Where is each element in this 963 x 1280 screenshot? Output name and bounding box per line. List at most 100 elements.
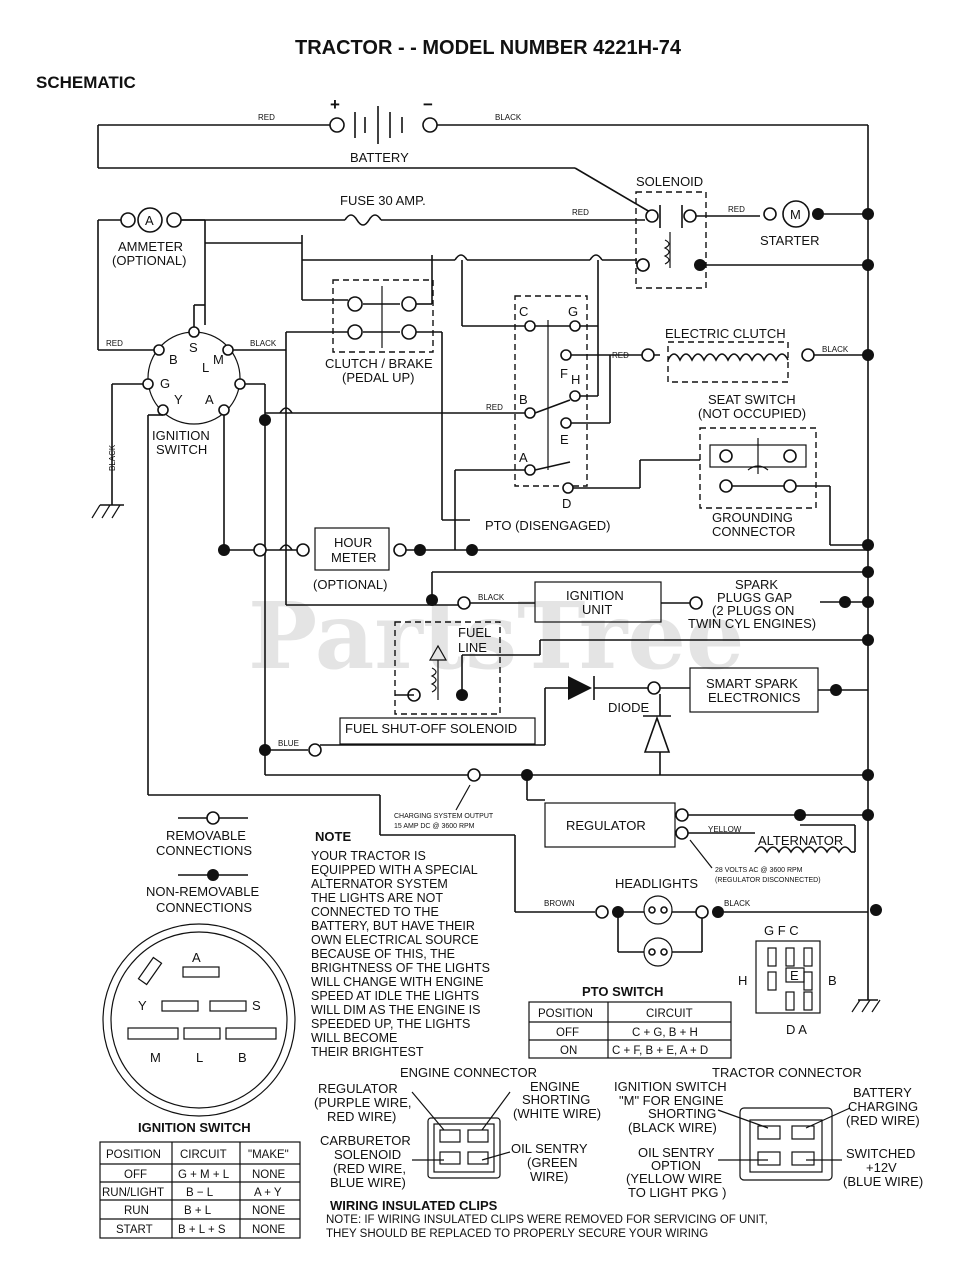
solenoid: SOLENOID — [635, 174, 707, 289]
hour-meter-sub: METER — [331, 550, 377, 565]
ignition-switch-label: IGNITION — [152, 428, 210, 443]
ign-letter-y: Y — [174, 392, 183, 407]
engine-connector: ENGINE CONNECTOR REGULATOR (PURPLE WIRE,… — [314, 1065, 601, 1190]
tractor-batt-sub2: (RED WIRE) — [846, 1113, 920, 1128]
spark-engines: TWIN CYL ENGINES) — [688, 616, 816, 631]
battery-minus: − — [423, 95, 433, 114]
wire-label-black-gnd: BLACK — [108, 444, 117, 471]
ign-letter-a: A — [205, 392, 214, 407]
engine-shorting-sub2: (WHITE WIRE) — [513, 1106, 601, 1121]
ign-table-header: POSITION — [106, 1149, 161, 1161]
wire-label-red-sol: RED — [572, 208, 589, 217]
headlights: HEADLIGHTS — [595, 876, 724, 967]
ignition-table: POSITION CIRCUIT "MAKE" OFF G + M + L NO… — [99, 1141, 301, 1239]
note-line: CONNECTED TO THE — [311, 905, 439, 919]
ign-table-header: CIRCUIT — [180, 1149, 227, 1161]
pto-letter-h: H — [571, 372, 580, 387]
clips-line-2: THEY SHOULD BE REPLACED TO PROPERLY SECU… — [326, 1228, 708, 1240]
fuse-label: FUSE 30 AMP. — [340, 193, 426, 208]
engine-regulator-sub2: RED WIRE) — [327, 1109, 396, 1124]
pto-table-header: POSITION — [538, 1008, 593, 1020]
engine-shorting: ENGINE — [530, 1079, 580, 1094]
pto-letter-d: D — [562, 496, 571, 511]
ign-table-cell: OFF — [124, 1169, 147, 1181]
engine-oil-sub: (GREEN — [527, 1155, 578, 1170]
clutch-brake-label: CLUTCH / BRAKE — [325, 356, 433, 371]
regulator: REGULATOR — [544, 802, 689, 848]
ign-face-a: A — [192, 950, 201, 965]
hour-meter-optional: (OPTIONAL) — [313, 577, 387, 592]
note-line: EQUIPPED WITH A SPECIAL — [311, 863, 478, 877]
ign-face-b: B — [238, 1050, 247, 1065]
ign-table-cell: B + L — [184, 1205, 212, 1217]
pto-letter-g: G — [568, 304, 578, 319]
diode-label: DIODE — [608, 700, 650, 715]
ground-right — [851, 999, 881, 1013]
electric-clutch-label: ELECTRIC CLUTCH — [665, 326, 786, 341]
ign-face-l: L — [196, 1050, 203, 1065]
charging-label: CHARGING SYSTEM OUTPUT — [394, 813, 494, 820]
grounding-sub: CONNECTOR — [712, 524, 796, 539]
tractor-oil-sub: OPTION — [651, 1158, 701, 1173]
ign-table-cell: START — [116, 1224, 153, 1236]
battery-plus: + — [330, 95, 340, 114]
legend: REMOVABLE CONNECTIONS NON-REMOVABLE CONN… — [146, 811, 259, 915]
pto-table-cell: ON — [560, 1045, 577, 1057]
wire-label-red-start: RED — [728, 205, 745, 214]
ignition-unit: IGNITION UNIT — [534, 581, 662, 623]
wire-label-black-ign: BLACK — [250, 339, 277, 348]
note-line: WILL BECOME — [311, 1031, 397, 1045]
alternator-label: ALTERNATOR — [758, 833, 843, 848]
ign-face-y: Y — [138, 998, 147, 1013]
starter-symbol: M — [790, 207, 801, 222]
smart-spark-sub: ELECTRONICS — [708, 690, 801, 705]
pto-table-cell: C + F, B + E, A + D — [612, 1045, 708, 1057]
fuel-solenoid-label: FUEL SHUT-OFF SOLENOID — [345, 721, 517, 736]
pto-table-caption: PTO SWITCH — [582, 984, 663, 999]
ign-table-cell: B − L — [186, 1187, 214, 1199]
wire-label-black-clutch: BLACK — [822, 345, 849, 354]
ammeter-optional: (OPTIONAL) — [112, 253, 186, 268]
battery-label: BATTERY — [350, 150, 409, 165]
engine-carb-sub3: BLUE WIRE) — [330, 1175, 406, 1190]
wire-label-red-ign: RED — [106, 339, 123, 348]
wire-label-brown: BROWN — [544, 899, 575, 908]
wire-label-black-lights: BLACK — [724, 899, 751, 908]
ign-letter-s: S — [189, 340, 198, 355]
seat-switch-sub: (NOT OCCUPIED) — [698, 406, 806, 421]
pto-letter-f: F — [560, 366, 568, 381]
ammeter: A AMMETER (OPTIONAL) — [112, 207, 186, 268]
pto-table-cell: C + G, B + H — [632, 1027, 698, 1039]
wire-label-yellow: YELLOW — [708, 825, 742, 834]
clips-note: WIRING INSULATED CLIPS NOTE: IF WIRING I… — [326, 1198, 768, 1240]
ignition-switch-face: A Y S M L B IGNITION SWITCH — [102, 923, 296, 1135]
engine-connector-title: ENGINE CONNECTOR — [400, 1065, 537, 1080]
pto-disengaged-label: PTO (DISENGAGED) — [485, 518, 610, 533]
ign-table-cell: G + M + L — [178, 1169, 230, 1181]
fuel-line-sub: LINE — [458, 640, 487, 655]
tractor-oil-sub3: TO LIGHT PKG ) — [628, 1185, 726, 1200]
fuel-line-label: FUEL — [458, 625, 491, 640]
pto-switch-face: G F C E H B D A — [738, 923, 837, 1037]
solenoid-label: SOLENOID — [636, 174, 703, 189]
tractor-batt-sub: CHARGING — [848, 1099, 918, 1114]
ign-table-header: "MAKE" — [248, 1149, 289, 1161]
ign-letter-l: L — [202, 360, 209, 375]
alt-volts-label: 28 VOLTS AC @ 3600 RPM — [715, 867, 803, 874]
wire-label-black: BLACK — [495, 113, 522, 122]
tractor-connector-title: TRACTOR CONNECTOR — [712, 1065, 862, 1080]
legend-removable: REMOVABLE — [166, 828, 246, 843]
tractor-ign-sub2: SHORTING — [648, 1106, 716, 1121]
spark-label: SPARK — [735, 577, 778, 592]
ignition-switch-sub: SWITCH — [156, 442, 207, 457]
schematic-heading: SCHEMATIC — [36, 73, 136, 92]
fuel-shutoff-solenoid: FUEL LINE FUEL SHUT-OFF SOLENOID — [345, 621, 517, 736]
page-title: TRACTOR - - MODEL NUMBER 4221H-74 — [295, 37, 682, 59]
note-line: ALTERNATOR SYSTEM — [311, 877, 448, 891]
legend-removable-sub: CONNECTIONS — [156, 843, 252, 858]
pto-face-right: B — [828, 973, 837, 988]
pto-table-cell: OFF — [556, 1027, 579, 1039]
ign-table-cell: RUN — [124, 1205, 149, 1217]
wire-label-blue: BLUE — [278, 739, 299, 748]
engine-carb-sub: SOLENOID — [334, 1147, 401, 1162]
